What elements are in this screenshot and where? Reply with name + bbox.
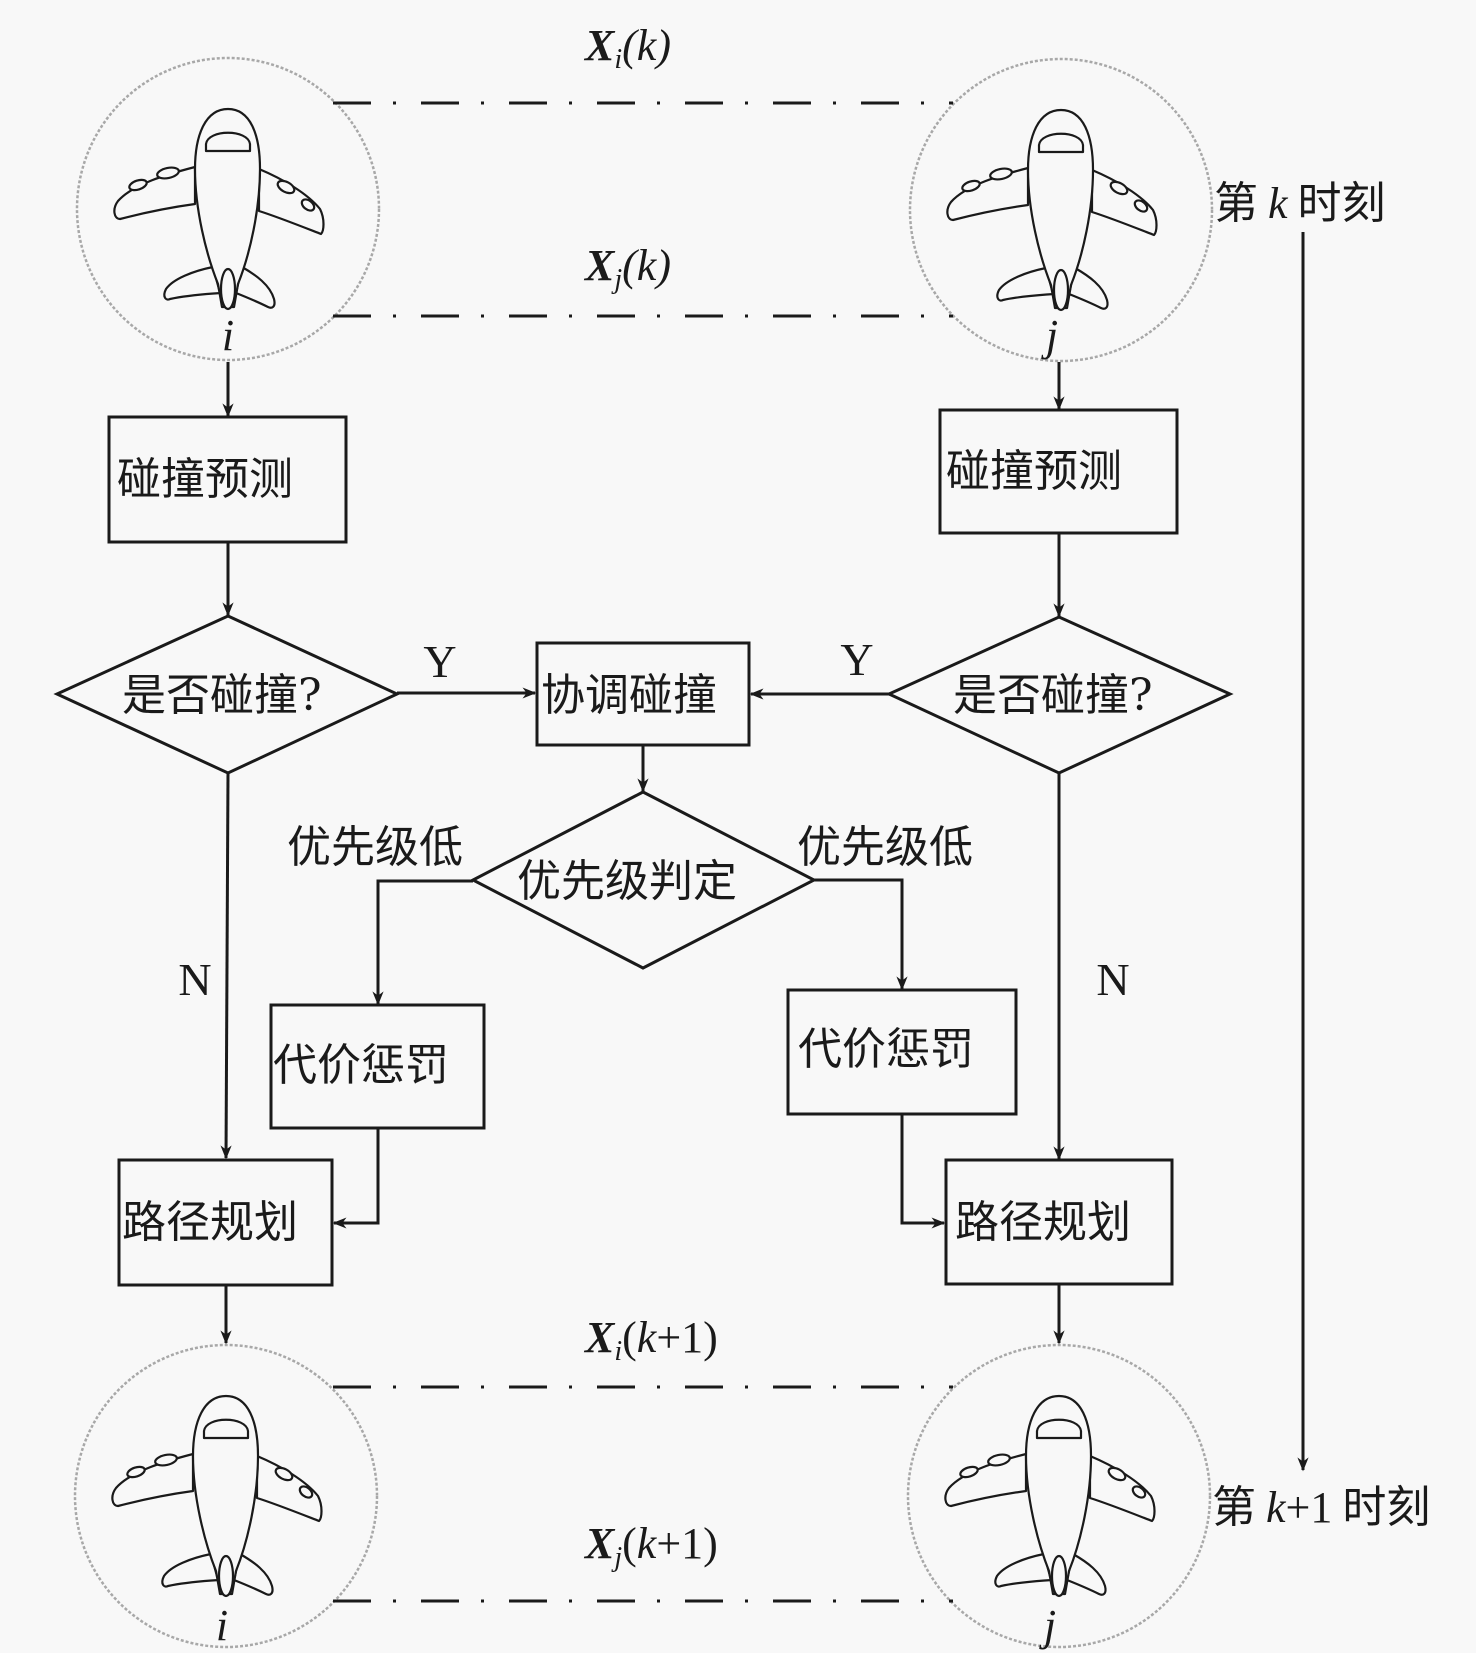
arrow-priority-to-penalty-left [372,879,473,1006]
airplane-icon [111,1394,323,1598]
coordinate-collision-label: 协调碰撞 [541,670,717,721]
state-label-xi-k1: Xi(k+1) [583,1313,718,1367]
collision-predict-label-right: 碰撞预测 [946,446,1122,497]
airplane-icon [944,1394,1156,1598]
aircraft-range-circle [906,1343,1212,1649]
collision-predict-label-left: 碰撞预测 [117,454,293,505]
aircraft-label: i [216,1601,228,1650]
yes-label-right: Y [840,634,873,685]
aircraft-label: j [1039,1601,1056,1650]
arrow-penalty-to-plan-left [332,1128,380,1229]
aircraft-j-time-k: j [908,57,1214,363]
collision-decision-label-right: 是否碰撞? [953,670,1153,721]
path-planning-label-left: 路径规划 [122,1197,298,1248]
airplane-icon [946,108,1158,312]
path-planning-label-right: 路径规划 [955,1197,1131,1248]
yes-label-left: Y [423,636,456,687]
arrow-no-left [220,772,232,1160]
arrow-penalty-to-plan-right [900,1114,946,1229]
priority-decision [469,790,818,970]
aircraft-i-time-k: i [75,56,381,362]
state-label-xi-k: Xi(k) [583,21,671,75]
no-label-right: N [1096,954,1129,1005]
cost-penalty-label-left: 代价惩罚 [273,1040,449,1091]
arrow-priority-to-penalty-right [814,878,908,991]
aircraft-label: i [222,311,234,360]
collision-decision-label-left: 是否碰撞? [122,670,322,721]
aircraft-range-circle [75,56,381,362]
airplane-icon [113,107,325,311]
aircraft-range-circle [73,1343,379,1649]
cost-penalty-label-right: 代价惩罚 [798,1024,974,1075]
priority-low-label-right: 优先级低 [797,822,973,873]
priority-decision-label: 优先级判定 [517,856,737,907]
aircraft-i-time-k1: i [73,1343,379,1650]
state-label-xj-k: Xj(k) [583,241,671,295]
state-label-xj-k1: Xj(k+1) [583,1519,718,1573]
aircraft-j-time-k1: j [906,1343,1212,1650]
aircraft-range-circle [908,57,1214,363]
aircraft-label: j [1041,311,1058,360]
priority-low-label-left: 优先级低 [287,822,463,873]
no-label-left: N [178,954,211,1005]
